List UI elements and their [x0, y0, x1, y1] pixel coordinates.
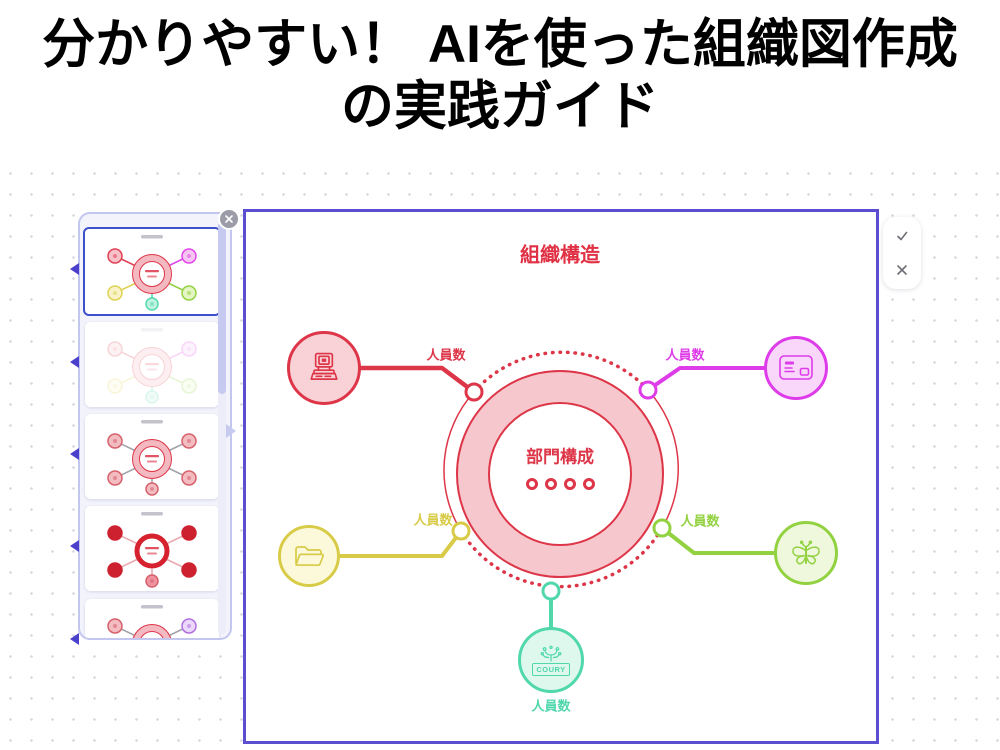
cancel-button[interactable] — [885, 255, 919, 285]
connector-dot-card[interactable] — [638, 380, 658, 400]
diagram-canvas[interactable]: 組織構造 部門構成 — [243, 209, 879, 744]
slide-thumbnail-panel — [78, 212, 232, 640]
hub-dot — [563, 478, 576, 490]
thumbnail-pointer-4[interactable] — [70, 540, 79, 552]
hub-label: 部門構成 — [526, 447, 594, 467]
hub-outer-arc-left — [443, 391, 475, 532]
connector-line-robot — [355, 365, 477, 395]
hub-dot — [525, 478, 538, 490]
slide-thumbnail-5[interactable] — [85, 599, 219, 638]
connector-line-folder — [336, 529, 463, 558]
robot-icon — [310, 352, 338, 380]
connector-dot-robot[interactable] — [464, 382, 484, 402]
card-icon — [779, 355, 813, 380]
slide-thumbnail-1[interactable] — [83, 227, 221, 316]
slide-thumbnail-2[interactable] — [85, 322, 219, 407]
node-folder[interactable] — [278, 525, 340, 587]
hub-dot — [544, 478, 557, 490]
hub-dots — [522, 478, 598, 490]
hub-dotted-arc-bottom — [459, 526, 664, 589]
page-title: 分かりやすい！ AIを使った組織図作成の実践ガイド — [42, 15, 958, 136]
hub-ring[interactable] — [456, 370, 664, 578]
node-label-butterfly: 人員数 — [680, 513, 720, 529]
hub-outer-arc-right — [647, 389, 679, 529]
connector-dot-butterfly[interactable] — [652, 518, 672, 538]
thumbnail-pointer-3[interactable] — [70, 448, 79, 460]
node-label-folder: 人員数 — [413, 512, 453, 528]
thumbnail-pointer-2[interactable] — [70, 356, 79, 368]
panel-expand-chevron[interactable] — [226, 424, 236, 438]
check-icon — [897, 231, 908, 241]
canvas-title: 組織構造 — [520, 244, 600, 267]
hub-dot — [582, 478, 595, 490]
org-diagram-graphic — [336, 350, 778, 631]
node-butterfly[interactable] — [774, 521, 838, 585]
panel-close-button[interactable] — [220, 210, 238, 228]
thumbnail-pointer-5[interactable] — [70, 633, 79, 645]
node-label-card: 人員数 — [665, 347, 705, 363]
folder-icon — [295, 546, 325, 567]
connector-dot-folder[interactable] — [451, 521, 471, 541]
sign-icon: COURY — [532, 662, 570, 676]
panel-scrollbar-track[interactable] — [218, 222, 226, 634]
node-label-robot: 人員数 — [426, 347, 466, 363]
connector-line-card — [646, 366, 768, 392]
confirm-button[interactable] — [885, 221, 919, 251]
node-robot[interactable] — [287, 331, 361, 405]
x-icon — [897, 265, 907, 275]
node-card[interactable] — [764, 336, 828, 400]
slide-thumbnail-4[interactable] — [85, 506, 219, 591]
thumbnail-pointer-1[interactable] — [70, 263, 79, 275]
sign-sprout-icon — [540, 645, 562, 662]
confirm-cancel-panel — [883, 217, 921, 289]
slide-thumbnail-3[interactable] — [85, 414, 219, 499]
hub-dotted-arc-top — [472, 350, 650, 394]
butterfly-icon — [792, 540, 820, 565]
panel-scrollbar-thumb[interactable] — [218, 222, 226, 394]
editor-area: 組織構造 部門構成 — [0, 163, 1000, 750]
node-sign[interactable]: COURY — [518, 627, 584, 693]
connector-line-butterfly — [660, 526, 778, 555]
connector-dot-sign[interactable] — [541, 581, 561, 601]
node-label-sign: 人員数 — [531, 698, 571, 714]
x-icon — [225, 215, 233, 223]
